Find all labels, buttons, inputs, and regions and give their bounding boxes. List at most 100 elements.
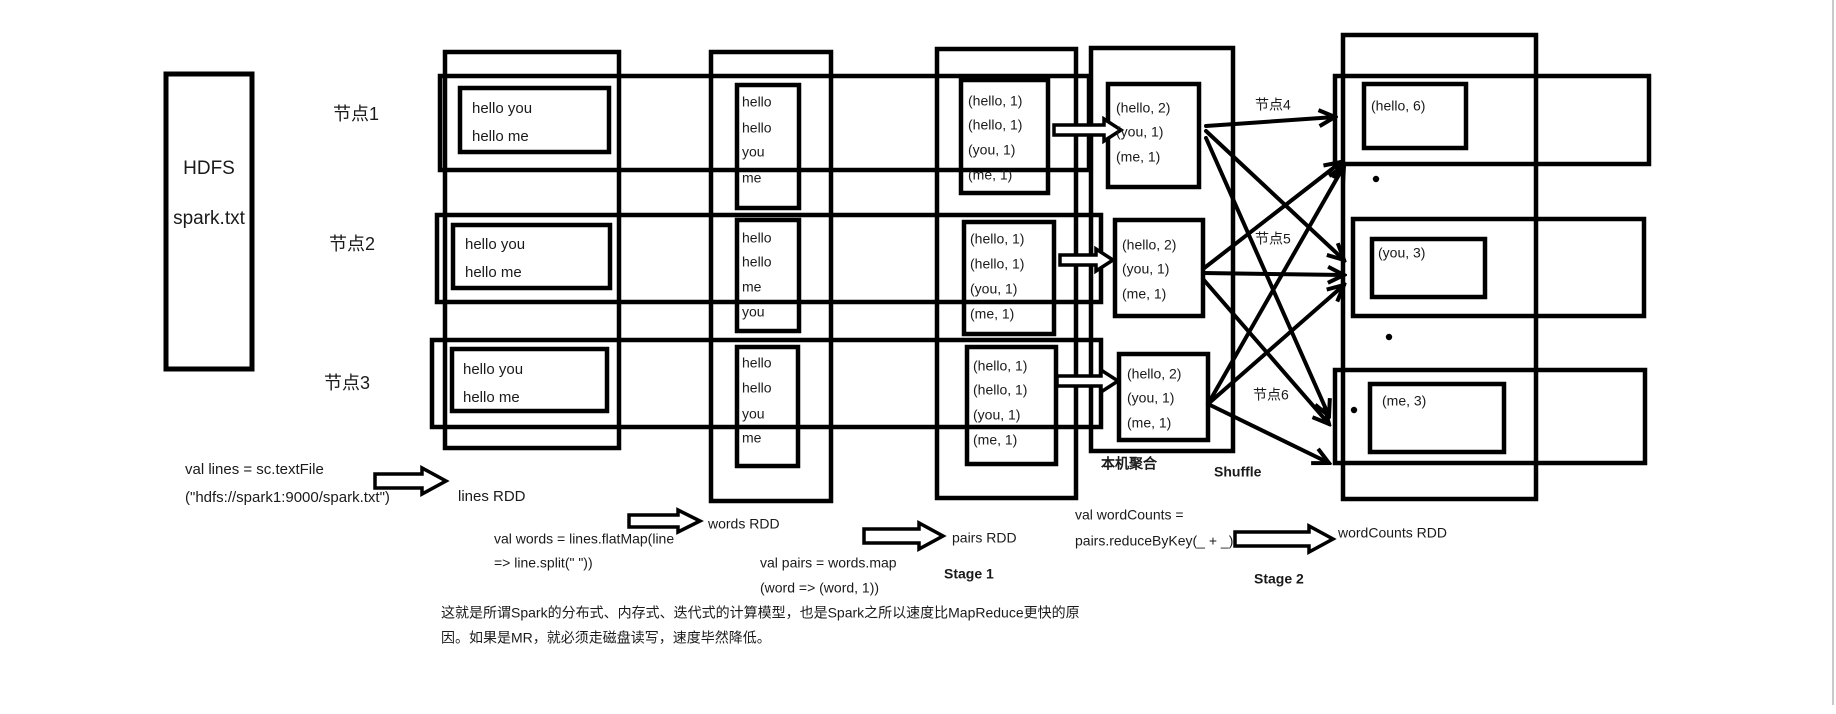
word-counts-code-line-2: pairs.reduceByKey(_ + _) xyxy=(1075,533,1233,549)
local-agg-record: (me, 1) xyxy=(1122,286,1166,302)
local-agg-record: (you, 1) xyxy=(1122,261,1169,277)
words-record: me xyxy=(742,279,762,295)
pairs-partition-box-2 xyxy=(961,219,1057,337)
shuffle-arrow-node1-to-node4 xyxy=(1204,117,1335,128)
pairs-partition-box-3 xyxy=(964,344,1059,467)
words-record: hello xyxy=(742,94,772,110)
pairs-partition-box-1 xyxy=(958,77,1051,196)
word-counts-record: (me, 3) xyxy=(1382,393,1426,409)
word-counts-record: (you, 3) xyxy=(1378,245,1425,261)
stage2-row-band-2 xyxy=(1350,216,1647,319)
lines-rdd-label: lines RDD xyxy=(458,488,526,505)
shuffle-arrow-node2-to-node5 xyxy=(1201,273,1344,275)
lines-rdd xyxy=(442,49,622,451)
lines-code-line-1: val lines = sc.textFile xyxy=(185,461,324,478)
words-record: hello xyxy=(742,254,772,270)
pairs-record: (hello, 1) xyxy=(970,231,1024,247)
words-rdd xyxy=(708,49,834,504)
words-record: you xyxy=(742,406,765,422)
hdfs-source xyxy=(163,71,255,372)
words-code-line-1: val words = lines.flatMap(line xyxy=(494,531,674,547)
lines-record: hello you xyxy=(465,236,525,253)
words-rdd-column xyxy=(708,49,834,504)
local-agg-record: (hello, 2) xyxy=(1122,237,1176,253)
stage2-row-band-3 xyxy=(1332,367,1648,466)
map-arrow xyxy=(862,520,947,552)
hdfs-file-name: spark.txt xyxy=(173,208,246,229)
local-agg-arrow-1 xyxy=(1052,115,1125,145)
words-record: me xyxy=(742,170,762,186)
words-code-line-2: => line.split(" ")) xyxy=(494,555,593,571)
pairs-record: (me, 1) xyxy=(970,306,1014,322)
shuffle-arrow-node3-to-node5 xyxy=(1206,285,1344,406)
explanation-note-line-2: 因。如果是MR，就必须走磁盘读写，速度毕然降低。 xyxy=(441,630,771,646)
local-agg-arrow-2 xyxy=(1058,245,1117,275)
word-counts-partition-box-1 xyxy=(1361,81,1469,151)
local-agg-record: (me, 1) xyxy=(1116,149,1160,165)
stray-dot xyxy=(1385,333,1393,341)
word-counts-record: (hello, 6) xyxy=(1371,98,1425,114)
word-counts-rdd-label: wordCounts RDD xyxy=(1337,525,1447,541)
transformation-arrows xyxy=(373,115,1125,552)
flatmap-arrow xyxy=(627,507,704,535)
shuffle-arrows xyxy=(1201,117,1344,463)
words-record: hello xyxy=(742,355,772,371)
pairs-record: (you, 1) xyxy=(970,281,1017,297)
stage-1-label: Stage 1 xyxy=(944,566,994,582)
local-agg-record: (hello, 2) xyxy=(1116,100,1170,116)
lines-record: hello me xyxy=(472,128,529,145)
local-agg-record: (you, 1) xyxy=(1116,124,1163,140)
hdfs-box xyxy=(163,71,255,372)
stray-dot xyxy=(1372,175,1380,183)
lines-partition-box-1 xyxy=(457,85,612,155)
pairs-record: (hello, 1) xyxy=(968,117,1022,133)
local-agg-arrow-3 xyxy=(1055,366,1122,396)
word-counts-partition-box-2 xyxy=(1369,236,1488,300)
pairs-record: (you, 1) xyxy=(973,407,1020,423)
words-rdd-label: words RDD xyxy=(707,516,780,532)
local-agg-record: (hello, 2) xyxy=(1127,366,1181,382)
words-partition-box-1 xyxy=(734,82,802,211)
pairs-record: (hello, 1) xyxy=(973,358,1027,374)
local-agg-record: (you, 1) xyxy=(1127,390,1174,406)
reduce-by-key-arrow xyxy=(1233,523,1337,555)
pairs-record: (hello, 1) xyxy=(970,256,1024,272)
shuffle-node-label-5: 节点5 xyxy=(1255,231,1291,247)
node-label-2: 节点2 xyxy=(329,234,375,254)
words-record: hello xyxy=(742,380,772,396)
lines-code-line-2: ("hdfs://spark1:9000/spark.txt") xyxy=(185,489,390,506)
pairs-record: (me, 1) xyxy=(968,167,1012,183)
local-agg-record: (me, 1) xyxy=(1127,415,1171,431)
lines-record: hello me xyxy=(465,264,522,281)
words-record: me xyxy=(742,430,762,446)
shuffle-node-label-6: 节点6 xyxy=(1253,387,1289,403)
local-partition-box-3 xyxy=(1116,351,1211,443)
words-record: you xyxy=(742,304,765,320)
shuffle-arrow-node3-to-node4 xyxy=(1206,166,1344,406)
shuffle-label: Shuffle xyxy=(1214,464,1262,480)
pairs-record: (hello, 1) xyxy=(973,382,1027,398)
node-label-1: 节点1 xyxy=(333,104,379,124)
lines-rdd-column xyxy=(442,49,622,451)
words-record: hello xyxy=(742,230,772,246)
lines-partition-box-3 xyxy=(449,346,610,414)
word-counts-code-line-1: val wordCounts = xyxy=(1075,507,1184,523)
pairs-record: (hello, 1) xyxy=(968,93,1022,109)
pairs-rdd-column xyxy=(934,46,1079,501)
pairs-code-line-2: (word => (word, 1)) xyxy=(760,580,879,596)
lines-record: hello you xyxy=(463,361,523,378)
local-aggregation-label: 本机聚合 xyxy=(1101,456,1158,472)
pairs-record: (me, 1) xyxy=(973,432,1017,448)
pairs-rdd xyxy=(934,46,1079,501)
pairs-rdd-label: pairs RDD xyxy=(952,530,1017,546)
diagram-texts: HDFS spark.txt 节点1 节点2 节点3 hello you hel… xyxy=(173,93,1447,646)
lines-record: hello you xyxy=(472,100,532,117)
words-partition-box-3 xyxy=(734,344,801,469)
pairs-record: (you, 1) xyxy=(968,142,1015,158)
hdfs-title: HDFS xyxy=(183,158,235,179)
stray-dot xyxy=(1350,406,1358,414)
word-counts-partition-box-3 xyxy=(1367,381,1507,455)
explanation-note-line-1: 这就是所谓Spark的分布式、内存式、迭代式的计算模型，也是Spark之所以速度… xyxy=(441,605,1080,621)
